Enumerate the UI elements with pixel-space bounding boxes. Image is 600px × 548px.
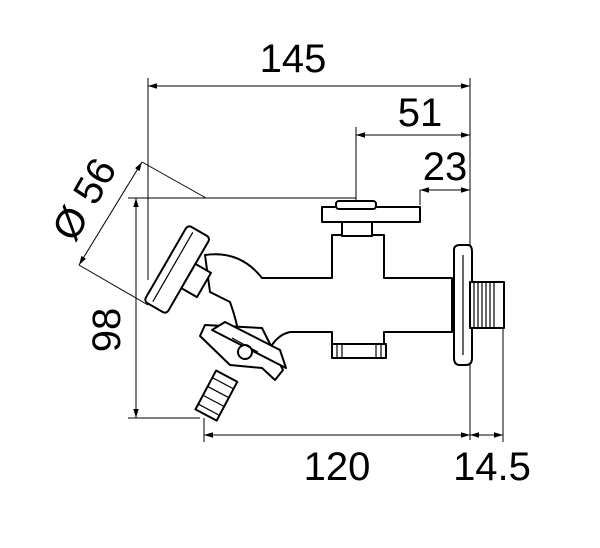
- ext-56-bottom: [78, 264, 149, 306]
- label-120: 120: [304, 445, 371, 489]
- label-14-5: 14.5: [453, 445, 531, 489]
- angled-handwheel: [144, 225, 212, 314]
- thread-lines: [473, 282, 495, 328]
- label-diameter-56: Ø 56: [44, 151, 125, 248]
- threaded-connector: [469, 281, 505, 329]
- hose-connector: [199, 321, 287, 381]
- ext-56-top: [141, 161, 207, 199]
- tee-handle: [321, 206, 421, 223]
- faucet-part: [144, 200, 505, 422]
- dim-56-line: [78, 161, 143, 266]
- label-51: 51: [398, 91, 443, 135]
- label-23: 23: [423, 145, 468, 189]
- hose-tail: [194, 369, 239, 422]
- dimension-lines: [78, 78, 504, 442]
- label-145: 145: [260, 37, 327, 81]
- label-98: 98: [85, 308, 129, 353]
- valve-body: [204, 234, 453, 353]
- handle-hub: [335, 200, 377, 210]
- bottom-outlet: [331, 343, 387, 359]
